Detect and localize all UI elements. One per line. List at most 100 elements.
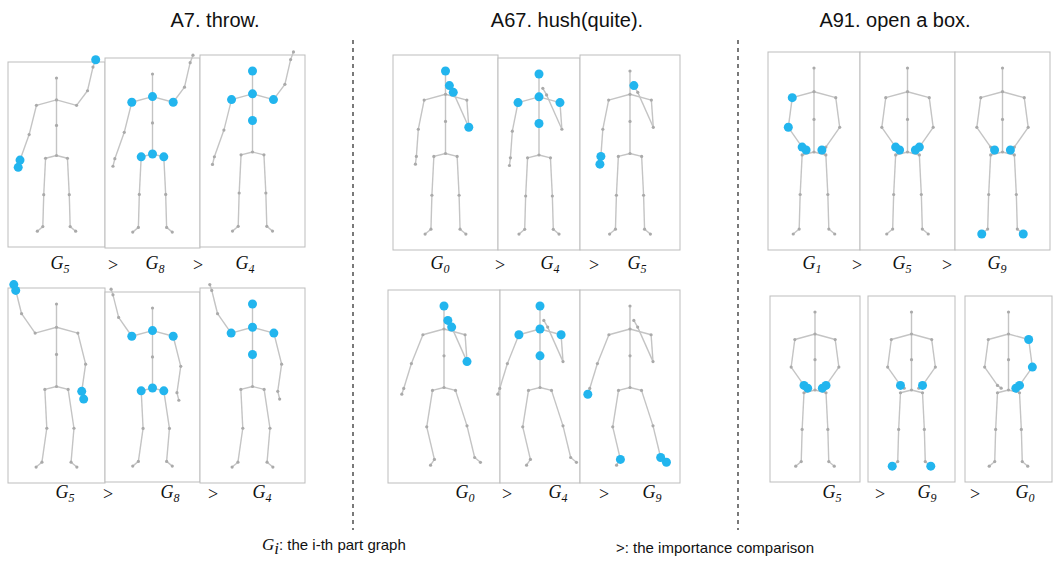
bone-line [56,354,57,386]
joint-dot [263,388,266,391]
bone-line [45,387,57,390]
bone-line [899,393,901,430]
bone-line [615,195,617,229]
joint-dot [527,389,530,392]
bone-line [44,158,46,194]
bone-line [452,327,467,362]
joint-dot [432,155,435,158]
highlight-joint [148,92,157,101]
joint-dot [463,333,466,336]
joint-dot [636,91,639,94]
joint-dot [886,365,889,368]
bone-line [416,129,418,156]
joint-dot [457,194,460,197]
bone-line [42,428,47,462]
joint-dot [517,232,520,235]
joint-dot [596,362,599,365]
bone-line [1008,334,1009,360]
joint-dot [231,465,234,468]
highlight-joint [784,123,793,132]
joint-dot [615,194,618,197]
bone-line [1020,393,1022,430]
bone-line [1016,194,1018,229]
bone-line [814,312,815,334]
bone-line [165,194,167,227]
joint-dot [546,325,549,328]
part-graph-label: > [193,255,203,276]
joint-dot [541,87,544,90]
skeleton-panel [393,55,498,250]
joint-dot [42,193,45,196]
bone-line [613,390,619,426]
joint-dot [833,465,836,468]
bone-line [911,312,912,334]
bone-line [798,194,800,229]
joint-dot [164,193,167,196]
joint-dot [44,157,47,160]
bone-line [423,329,444,335]
joint-dot [280,363,283,366]
highlight-joint [227,329,236,338]
bone-line [510,131,512,158]
bone-line [629,306,630,329]
highlight-joint [449,88,458,97]
joint-dot [928,96,931,99]
bone-line [252,121,253,152]
bone-line [563,426,571,458]
bone-line [78,333,86,364]
joint-dot [523,228,526,231]
bone-line [597,335,609,364]
joint-dot [425,425,428,428]
skeleton-panel [580,290,680,483]
part-graph-label: G0 [1016,482,1035,507]
joint-dot [987,338,990,341]
bone-line [1024,98,1028,128]
bone-line [22,314,36,333]
highlight-joint [535,70,544,79]
highlight-joint [616,455,625,464]
joint-dot [431,389,434,392]
bone-line [141,391,143,429]
joint-dot [210,289,213,292]
bone-line [827,429,829,461]
bone-line [1002,92,1003,120]
highlight-joint [248,323,257,332]
joint-dot [651,360,654,363]
joint-dot [251,150,254,153]
joint-dot [934,365,937,368]
bone-line [113,295,119,318]
bone-line [71,428,74,462]
bone-line [552,196,554,229]
joint-dot [607,333,610,336]
legend-note: >: the importance comparison [616,539,814,556]
bone-line [900,390,911,393]
bone-line [444,388,456,391]
joint-dot [910,358,913,361]
joint-dot [924,460,927,463]
highlight-joint [595,160,604,169]
joint-dot [109,288,112,291]
bone-line [138,194,140,227]
joint-dot [271,465,274,468]
joint-dot [131,231,134,234]
joint-dot [588,387,591,390]
joint-dot [642,194,645,197]
joint-dot [640,155,643,158]
joint-dot [551,194,554,197]
highlight-joint [536,351,545,360]
highlight-joint [148,326,157,335]
joint-dot [410,362,413,365]
joint-dot [137,460,140,463]
bone-line [35,327,56,333]
part-graph-label: > [942,255,952,276]
joint-dot [40,461,43,464]
bone-line [241,387,253,390]
bone-line [443,356,444,388]
joint-dot [34,332,37,335]
bone-line [238,193,240,226]
highlight-joint [14,163,23,172]
highlight-joint [1019,230,1028,239]
joint-dot [651,424,654,427]
highlight-joint [248,300,257,309]
part-graph-label: G5 [893,253,912,278]
